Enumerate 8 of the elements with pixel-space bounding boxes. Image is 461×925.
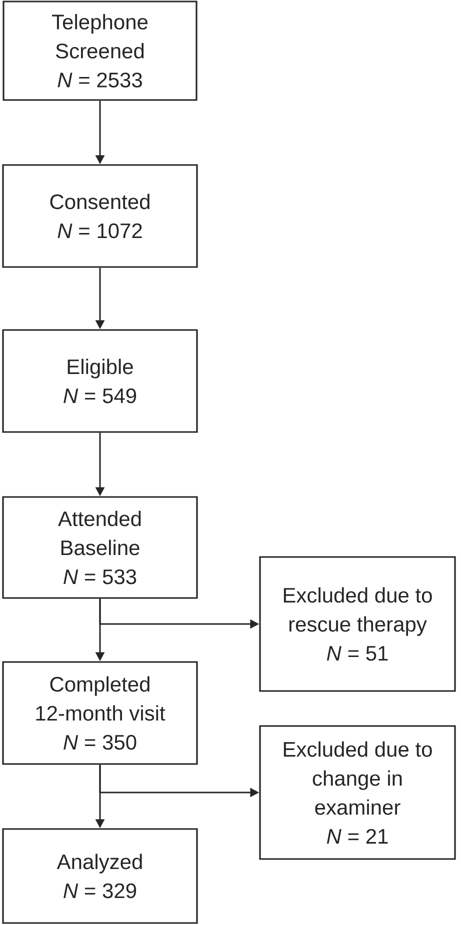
- process-box: Excluded due to change in examiner N = 21: [259, 725, 456, 860]
- process-box: Analyzed N = 329: [2, 828, 198, 924]
- process-box: Excluded due to rescue therapy N = 51: [259, 556, 456, 692]
- process-box: Telephone Screened N = 2533: [2, 0, 198, 101]
- process-box: Attended Baseline N = 533: [2, 496, 198, 599]
- process-box: Completed 12-month visit N = 350: [2, 661, 198, 765]
- process-box: Consented N = 1072: [2, 164, 198, 268]
- process-box: Eligible N = 549: [2, 329, 198, 433]
